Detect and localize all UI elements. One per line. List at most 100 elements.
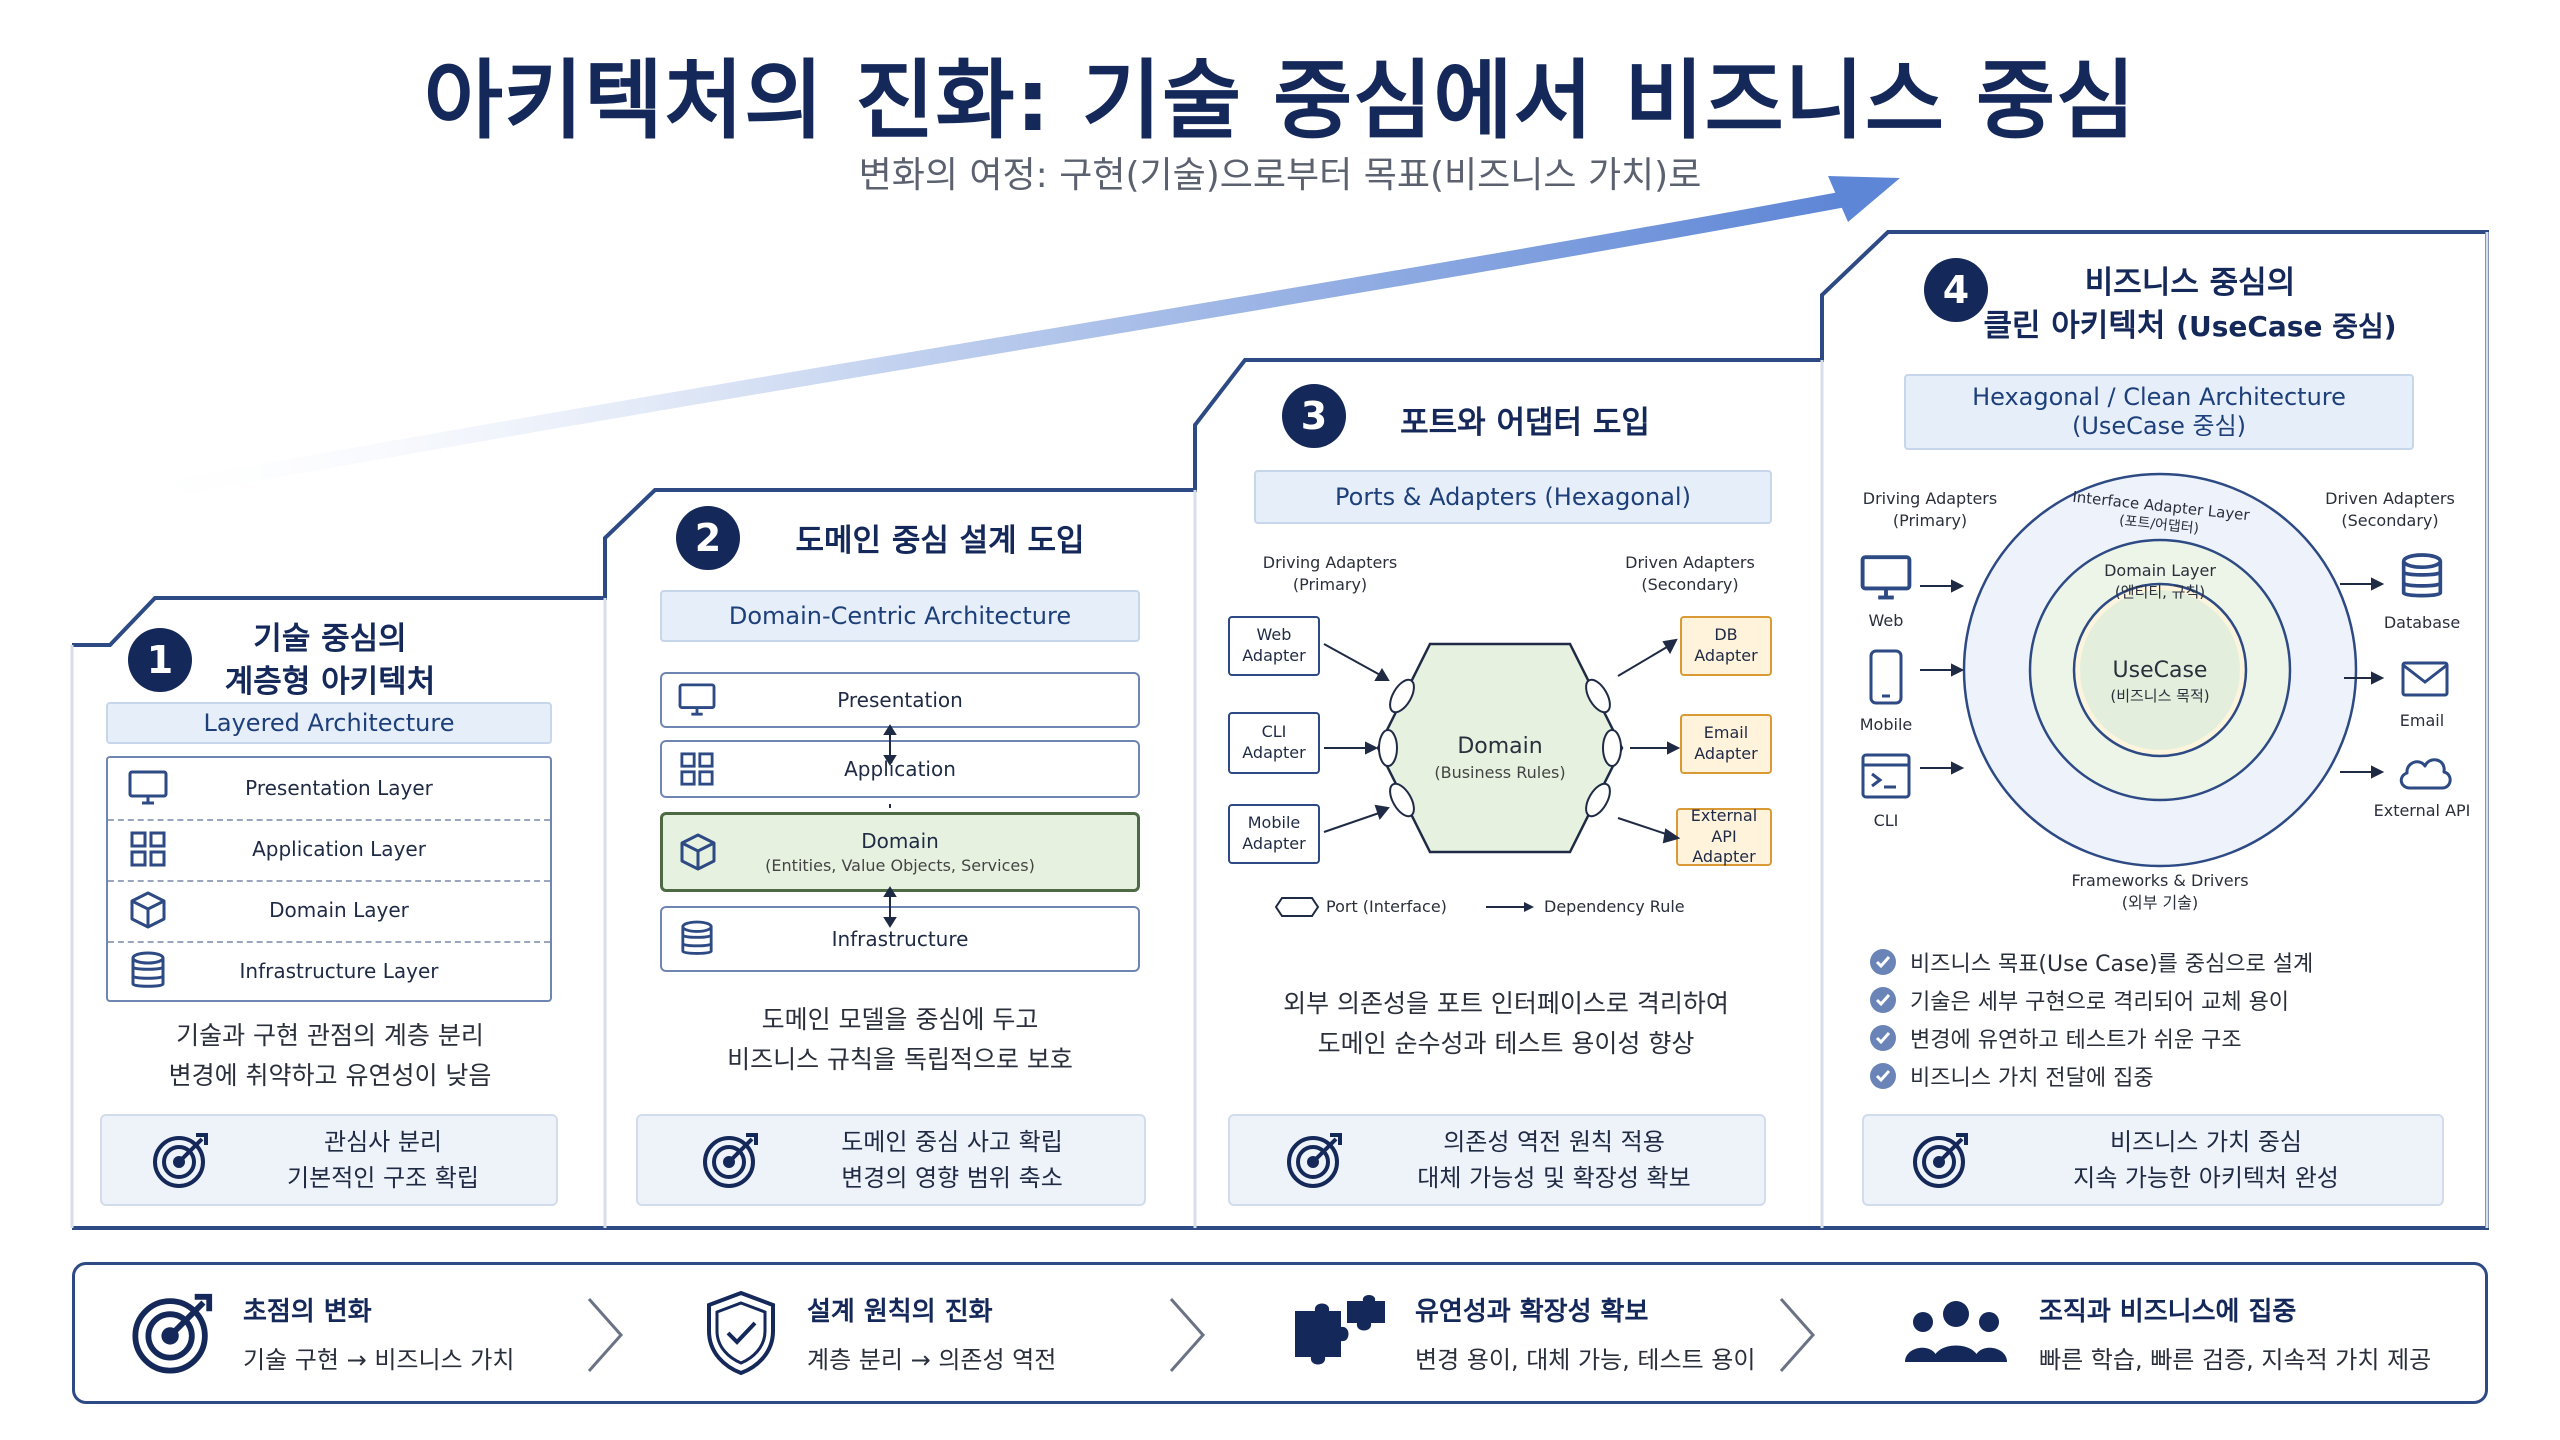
driven-line1: Driven Adapters xyxy=(1625,553,1755,572)
left-item-web: Web xyxy=(1868,611,1904,630)
ring-arrows xyxy=(1920,577,2385,779)
chevron-right-icon xyxy=(1779,1298,1816,1372)
ring-core-inner xyxy=(2080,590,2240,750)
cube-icon xyxy=(663,832,733,872)
stage-4-pill: Hexagonal / Clean Architecture (UseCase … xyxy=(1904,374,2414,450)
ring-mid-sub: (엔티티, 규칙) xyxy=(2114,582,2206,601)
driven-line1: Driven Adapters xyxy=(2325,489,2455,508)
stage-2-desc-line1: 도메인 모델을 중심에 두고 xyxy=(761,1005,1039,1034)
driven-line2: (Secondary) xyxy=(1641,574,1739,594)
port-icon xyxy=(1389,782,1415,818)
benefit-text: 관심사 분리 기본적인 구조 확립 xyxy=(210,1124,556,1196)
port-legend-icon xyxy=(1274,897,1320,917)
benefit-line1: 관심사 분리 xyxy=(323,1128,443,1156)
summary-desc: 빠른 학습, 빠른 검증, 지속적 가치 제공 xyxy=(2039,1346,2432,1374)
target-icon xyxy=(153,1133,208,1188)
database-icon xyxy=(108,951,188,991)
summary-text: 초점의 변화 기술 구현 → 비즈니스 가치 xyxy=(243,1291,514,1375)
benefit-line1: 비즈니스 가치 중심 xyxy=(2110,1128,2302,1156)
layer-divider xyxy=(108,880,550,882)
summary-text: 설계 원칙의 진화 계층 분리 → 의존성 역전 xyxy=(807,1291,1056,1375)
driving-line2: (Primary) xyxy=(1292,574,1368,594)
layer-row-domain: Domain Layer xyxy=(108,880,550,940)
port-icon xyxy=(1602,729,1622,767)
benefit-line1: 도메인 중심 사고 확립 xyxy=(841,1128,1063,1156)
driving-line1: Driving Adapters xyxy=(1862,489,1998,508)
box-presentation: Presentation xyxy=(660,672,1140,728)
legend-port: Port (Interface) xyxy=(1326,897,1447,916)
stage-2-benefit: 도메인 중심 사고 확립 변경의 영향 범위 축소 xyxy=(636,1114,1146,1206)
database-icon xyxy=(2401,553,2443,598)
box-application: Application xyxy=(660,740,1140,798)
summary-item-flexibility: 유연성과 확장성 확보 변경 용이, 대체 가능, 테스트 용이 xyxy=(1291,1265,1755,1401)
legend-dependency: Dependency Rule xyxy=(1544,897,1685,916)
summary-bar: 초점의 변화 기술 구현 → 비즈니스 가치 설계 원칙의 진화 계층 분리 →… xyxy=(72,1262,2488,1404)
layer-label: Presentation Layer xyxy=(245,776,433,800)
ring-middle-label: Domain Layer (엔티티, 규칙) xyxy=(2060,560,2260,602)
mobile-icon xyxy=(1869,649,1903,705)
stage-1-number: 1 xyxy=(128,628,192,692)
page-title: 아키텍처의 진화: 기술 중심에서 비즈니스 중심 xyxy=(423,51,2137,151)
check-item: 비즈니스 목표(Use Case)를 중심으로 설계 xyxy=(1870,946,2313,978)
cloud-icon xyxy=(2399,758,2452,790)
stage-1-title-line1: 기술 중심의 xyxy=(253,621,407,657)
hex-core-sub: (Business Rules) xyxy=(1434,762,1566,782)
benefit-text: 의존성 역전 원칙 적용 대체 가능성 및 확장성 확보 xyxy=(1344,1124,1764,1196)
layer-label: Infrastructure Layer xyxy=(239,959,439,983)
stage-4-title-line2: 클린 아키텍처 (UseCase 중심) xyxy=(1983,308,2397,345)
stage-4-benefit: 비즈니스 가치 중심 지속 가능한 아키텍처 완성 xyxy=(1862,1114,2444,1206)
driven-adapters-label: Driven Adapters (Secondary) xyxy=(1600,552,1780,595)
ring-core-title: UseCase xyxy=(2112,658,2208,683)
benefit-line2: 대체 가능성 및 확장성 확보 xyxy=(1417,1164,1691,1192)
stage-4-title: 비즈니스 중심의 클린 아키텍처 (UseCase 중심) xyxy=(1980,262,2400,349)
benefit-line2: 지속 가능한 아키텍처 완성 xyxy=(2073,1164,2339,1192)
frameworks-title: Frameworks & Drivers xyxy=(2071,871,2249,890)
hex-core-label: Domain (Business Rules) xyxy=(1400,732,1600,783)
check-item: 변경에 유연하고 테스트가 쉬운 구조 xyxy=(1870,1022,2242,1054)
progress-arrow-head xyxy=(1828,176,1900,222)
driven-adapters-label: Driven Adapters (Secondary) xyxy=(2300,488,2480,531)
chevron-right-icon xyxy=(587,1298,624,1372)
frameworks-label: Frameworks & Drivers (외부 기술) xyxy=(2040,870,2280,913)
chevron-right-icon xyxy=(1169,1298,1206,1372)
summary-title: 유연성과 확장성 확보 xyxy=(1415,1297,1649,1327)
check-icon xyxy=(1870,987,1896,1013)
stage-1-desc-line2: 변경에 취약하고 유연성이 낮음 xyxy=(168,1061,492,1090)
stage-1-title-line2: 계층형 아키텍처 xyxy=(224,664,436,701)
monitor-icon xyxy=(1860,555,1912,600)
stage-3-pill: Ports & Adapters (Hexagonal) xyxy=(1254,470,1772,524)
summary-item-focus: 초점의 변화 기술 구현 → 비즈니스 가치 xyxy=(131,1265,514,1401)
box-label: Infrastructure xyxy=(831,927,969,951)
port-icon xyxy=(1585,678,1611,714)
layer-divider xyxy=(108,941,550,943)
stage-3-desc-line1: 외부 의존성을 포트 인터페이스로 격리하여 xyxy=(1283,989,1729,1018)
benefit-text: 도메인 중심 사고 확립 변경의 영향 범위 축소 xyxy=(760,1124,1144,1196)
summary-title: 초점의 변화 xyxy=(243,1297,372,1327)
check-icon xyxy=(1870,1025,1896,1051)
box-infrastructure: Infrastructure xyxy=(660,906,1140,972)
ring-mid-title: Domain Layer xyxy=(2104,561,2216,580)
port-icon xyxy=(1585,782,1611,818)
dependency-legend-arrow xyxy=(1486,902,1534,912)
stage-3-number: 3 xyxy=(1282,384,1346,448)
stage-4-number: 4 xyxy=(1924,258,1988,322)
benefit-text: 비즈니스 가치 중심 지속 가능한 아키텍처 완성 xyxy=(1970,1124,2442,1196)
stage-3-title: 포트와 어댑터 도입 xyxy=(1400,405,1650,441)
layer-stack: Presentation Layer Application Layer Dom… xyxy=(106,756,552,1002)
grid-icon xyxy=(108,831,188,867)
layer-row-infrastructure: Infrastructure Layer xyxy=(108,941,550,1001)
driven-line2: (Secondary) xyxy=(2341,510,2439,530)
check-item: 비즈니스 가치 전달에 집중 xyxy=(1870,1060,2154,1092)
box-label: Domain (Entities, Value Objects, Service… xyxy=(733,827,1137,877)
stage-1-description: 기술과 구현 관점의 계층 분리 변경에 취약하고 유연성이 낮음 xyxy=(90,1016,570,1096)
stage-4-pill-line1: Hexagonal / Clean Architecture xyxy=(1972,383,2346,412)
terminal-icon xyxy=(1861,753,1911,799)
driving-adapters-label: Driving Adapters (Primary) xyxy=(1840,488,2020,531)
stage-2-description: 도메인 모델을 중심에 두고 비즈니스 규칙을 독립적으로 보호 xyxy=(640,1000,1160,1080)
target-icon xyxy=(1287,1133,1342,1188)
ring-core-label: UseCase (비즈니스 목적) xyxy=(2060,656,2260,706)
check-icon xyxy=(1870,949,1896,975)
